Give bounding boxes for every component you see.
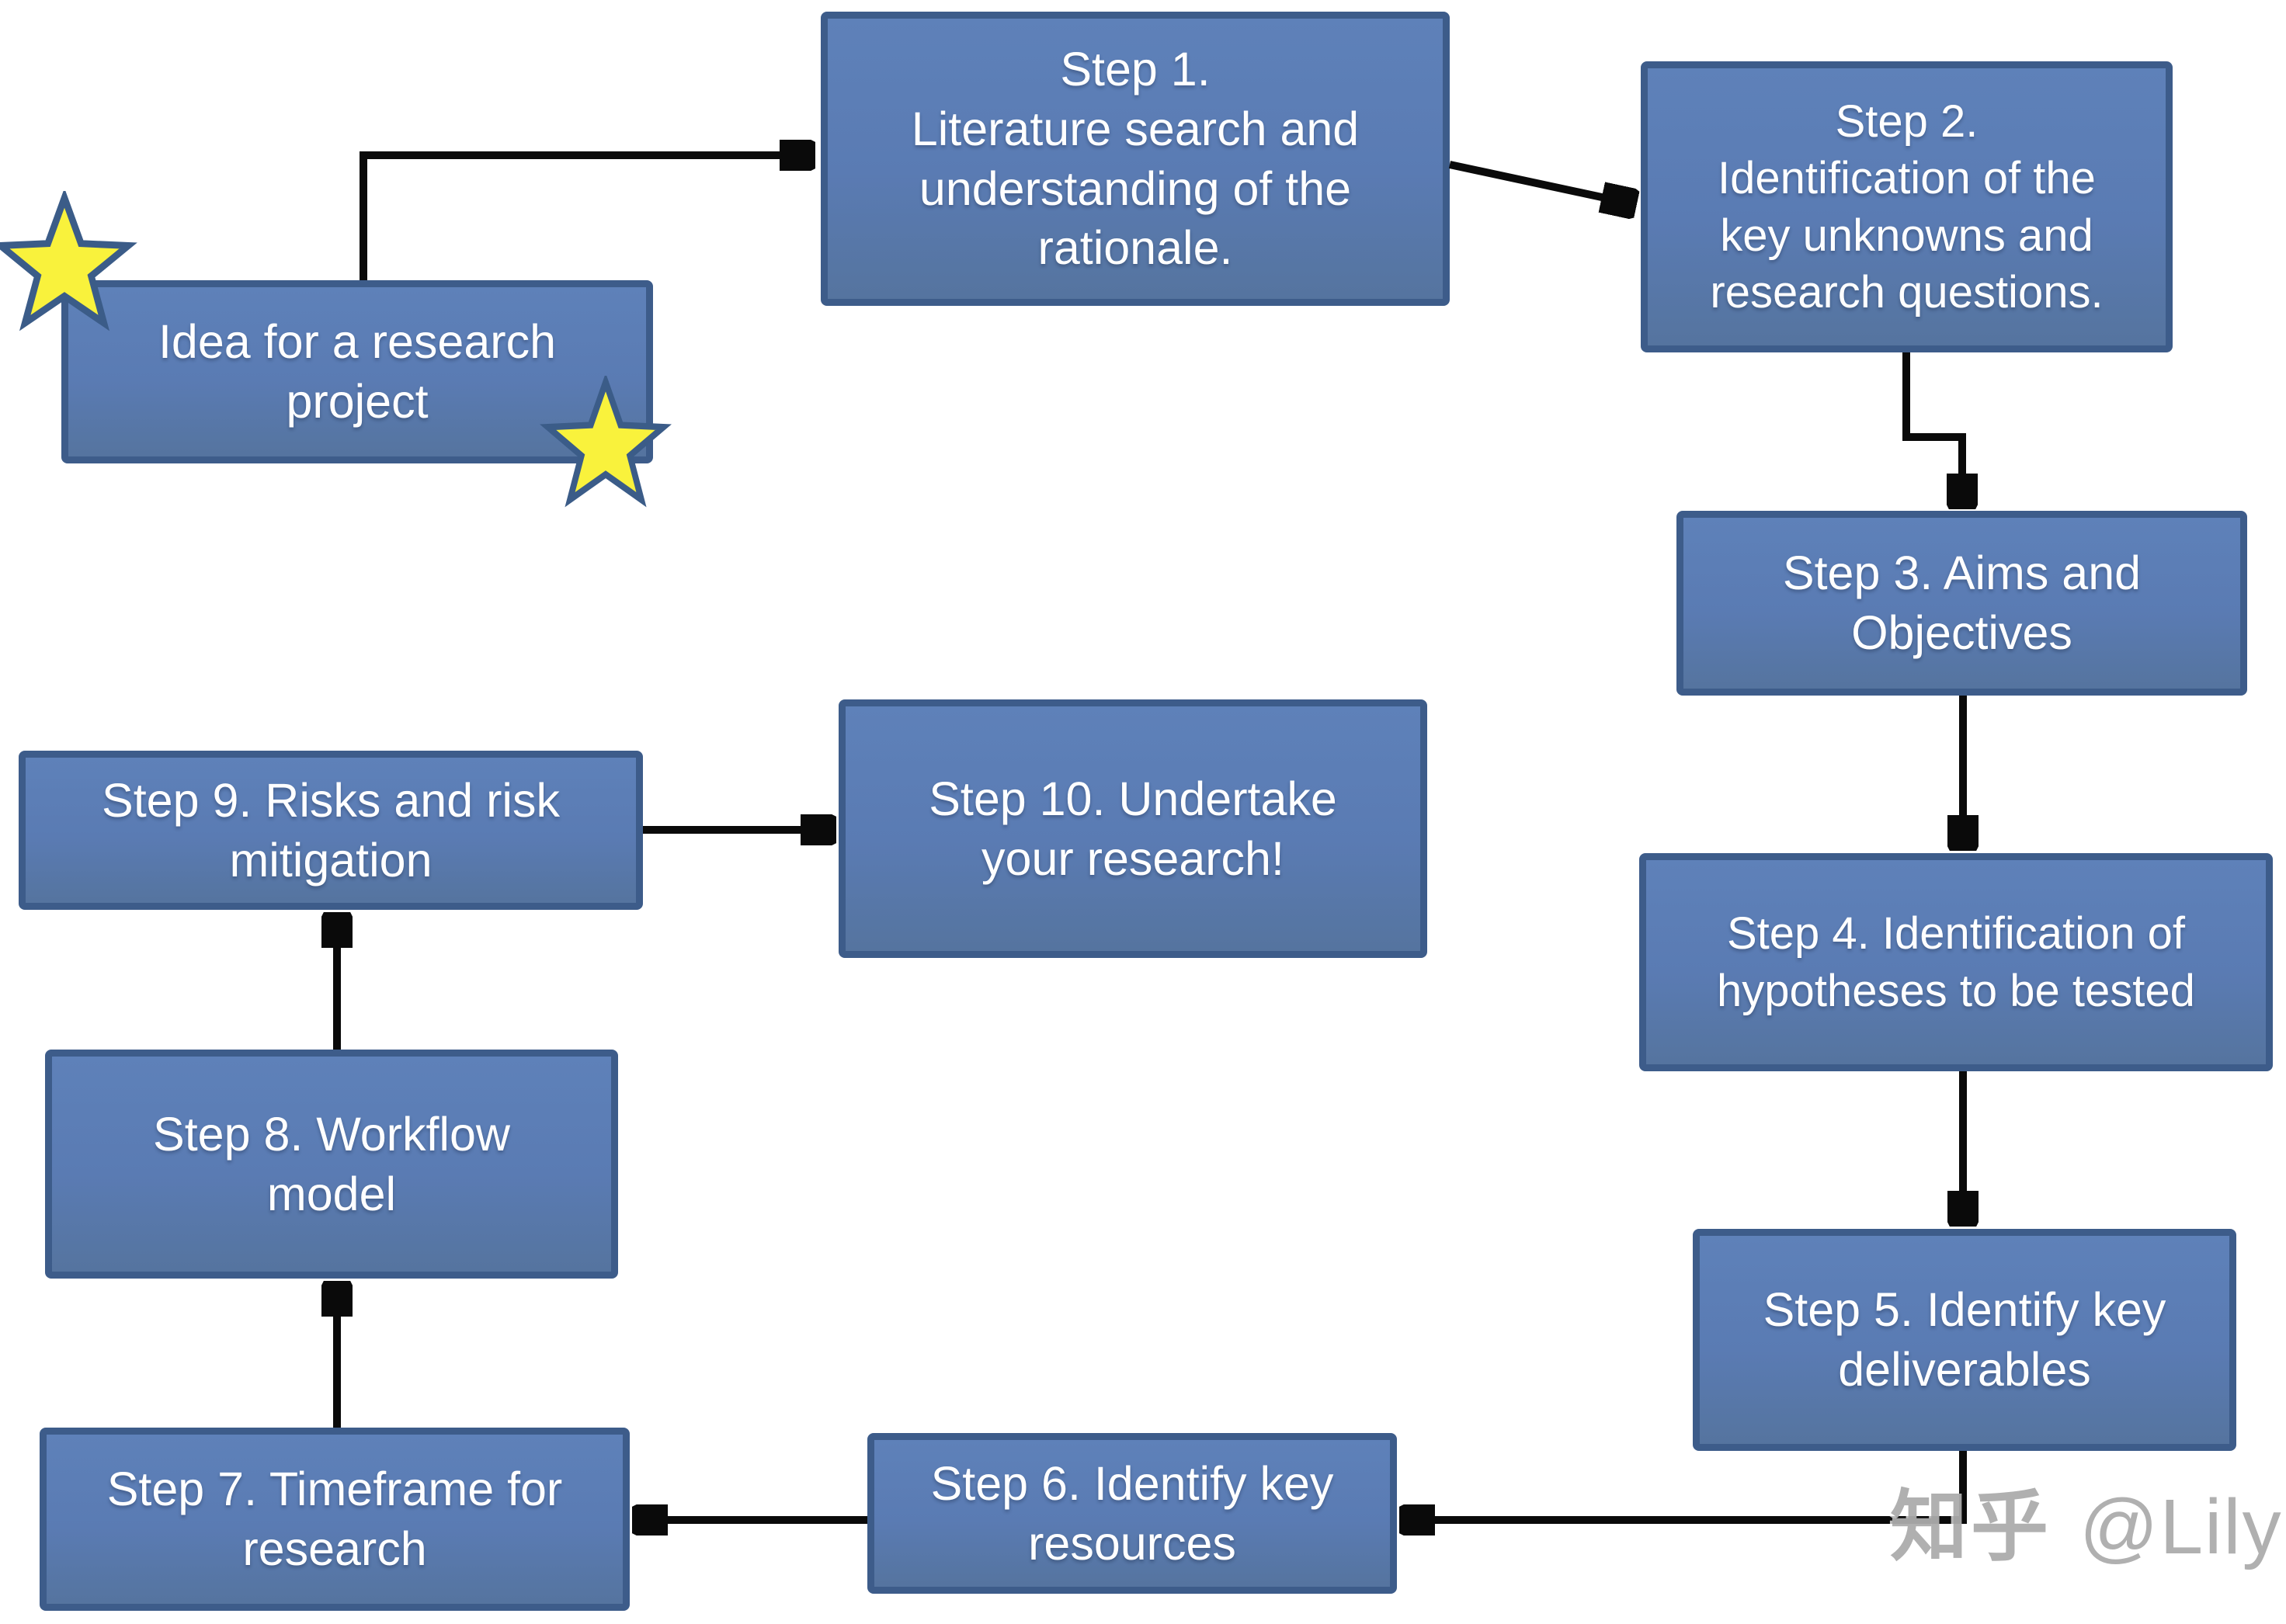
- connector-idea-step1: [360, 155, 809, 280]
- node-step-7-label: Step 7. Timeframe for research: [106, 1463, 563, 1575]
- node-step-5-label: Step 5. Identify key deliverables: [1763, 1283, 2166, 1396]
- connector-step5-step6: [1405, 1451, 1967, 1520]
- node-step-2: Step 2. Identification of the key unknow…: [1641, 61, 2173, 352]
- node-step-6-label: Step 6. Identify key resources: [930, 1456, 1334, 1570]
- node-step-9-label: Step 9. Risks and risk mitigation: [102, 773, 560, 887]
- node-step-2-label: Step 2. Identification of the key unknow…: [1710, 96, 2104, 318]
- connector-step2-step3: [1902, 352, 1962, 503]
- star-icon: [0, 191, 138, 343]
- connector-step1-step2: [1448, 161, 1631, 203]
- node-step-9: Step 9. Risks and risk mitigation: [19, 751, 643, 910]
- node-step-4: Step 4. Identification of hypotheses to …: [1639, 853, 2273, 1071]
- node-step-10-label: Step 10. Undertake your research!: [929, 772, 1337, 885]
- node-step-3: Step 3. Aims and Objectives: [1676, 511, 2247, 696]
- node-step-7: Step 7. Timeframe for research: [40, 1428, 630, 1611]
- node-step-6: Step 6. Identify key resources: [867, 1433, 1397, 1594]
- node-step-8-label: Step 8. Workflow model: [153, 1107, 510, 1220]
- star-icon: [539, 376, 672, 519]
- node-step-1-label: Step 1. Literature search and understand…: [911, 42, 1360, 275]
- node-step-8: Step 8. Workflow model: [45, 1050, 618, 1279]
- node-step-3-label: Step 3. Aims and Objectives: [1782, 547, 2142, 659]
- node-step-4-label: Step 4. Identification of hypotheses to …: [1717, 908, 2195, 1016]
- watermark-brand: 知乎: [1890, 1483, 2051, 1570]
- node-step-5: Step 5. Identify key deliverables: [1693, 1229, 2236, 1451]
- watermark: 知乎 @Lily: [1890, 1484, 2283, 1570]
- node-step-1: Step 1. Literature search and understand…: [821, 12, 1450, 306]
- node-step-10: Step 10. Undertake your research!: [839, 699, 1427, 958]
- watermark-handle: @Lily: [2079, 1483, 2283, 1570]
- node-idea-label: Idea for a research project: [158, 315, 556, 428]
